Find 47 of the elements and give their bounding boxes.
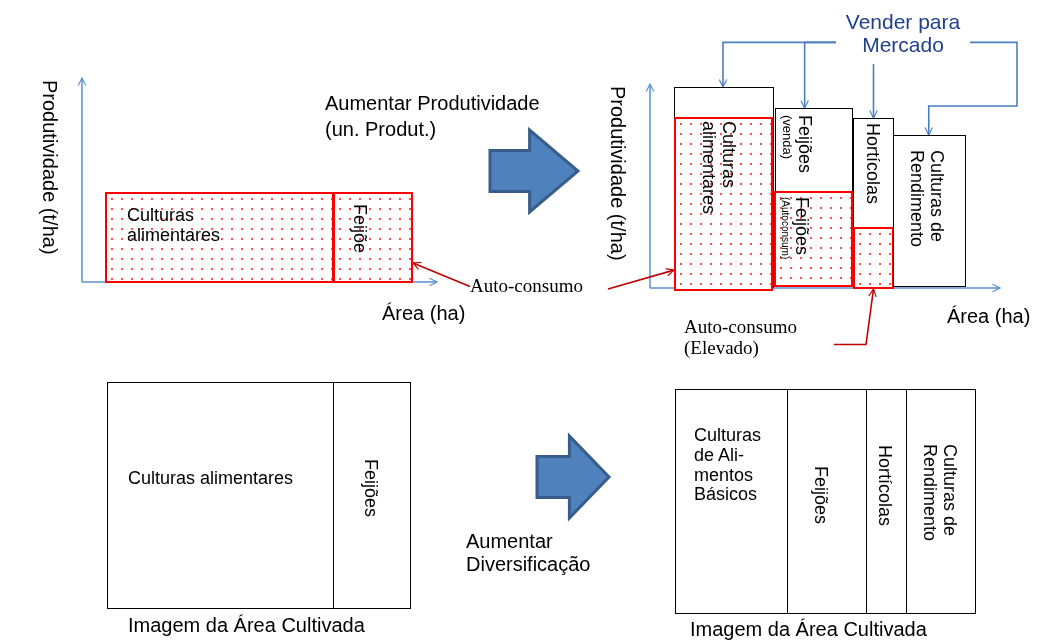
leader-arrow xyxy=(412,261,471,288)
leader-arrow xyxy=(833,288,877,346)
crop-area-box xyxy=(333,192,413,283)
crop-label: Hortícolas xyxy=(874,445,894,529)
axis-title: Área (ha) xyxy=(382,302,467,325)
crop-label: Feijões xyxy=(791,197,811,258)
axis-title: Área (ha) xyxy=(947,305,1032,328)
crop-bar xyxy=(775,108,853,192)
crop-bar xyxy=(853,227,894,289)
area-cell xyxy=(787,389,867,614)
crop-bar xyxy=(853,118,894,228)
area-cell xyxy=(906,389,976,614)
area-cell xyxy=(866,389,907,614)
crop-label: Culturas alimentares xyxy=(127,206,222,246)
crop-label: Culturas alimentares xyxy=(698,121,738,217)
annotation-label: Auto-consumo (Elevado) xyxy=(684,317,798,359)
crop-label: Feijõe xyxy=(349,204,369,256)
crop-label: Culturas de Ali- mentos Básicos xyxy=(694,426,763,506)
crop-label: Feijões xyxy=(810,466,830,527)
area-cell xyxy=(675,389,788,614)
leader-arrow xyxy=(607,268,675,290)
crop-bar xyxy=(893,135,966,287)
crop-bar xyxy=(774,191,853,287)
crop-label: Feijões xyxy=(360,459,380,520)
crop-label: Culturas de Rendimento xyxy=(919,444,959,544)
area-cell xyxy=(333,382,411,609)
axis-title: Produtividade (t/ha) xyxy=(606,86,629,263)
crop-label: Hortícolas xyxy=(862,123,882,207)
area-cell xyxy=(107,382,334,609)
caption-text: Imagem da Área Cultivada xyxy=(128,614,366,637)
caption-text: Imagem da Área Cultivada xyxy=(690,618,928,641)
axis-title: Produtividade (t/ha) xyxy=(38,80,61,257)
crop-label: (Autoconsum) xyxy=(780,197,791,262)
crop-label: Culturas de Rendimento xyxy=(906,150,946,250)
annotation-label: Auto-consumo xyxy=(470,276,584,297)
crop-area-box xyxy=(105,192,334,283)
crop-bar xyxy=(674,87,774,288)
crop-bar xyxy=(674,117,773,291)
annotation-label: Vender para Mercado xyxy=(844,10,962,57)
crop-label: (venda) xyxy=(780,115,795,160)
arrow xyxy=(924,41,1018,136)
crop-label: Culturas alimentares xyxy=(128,469,295,489)
process-label: Aumentar Diversificação xyxy=(466,530,592,576)
arrow xyxy=(869,63,878,119)
arrow xyxy=(800,41,837,109)
process-label: Aumentar Produtividade (un. Produt.) xyxy=(325,91,541,142)
crop-label: Feijões xyxy=(795,115,815,176)
